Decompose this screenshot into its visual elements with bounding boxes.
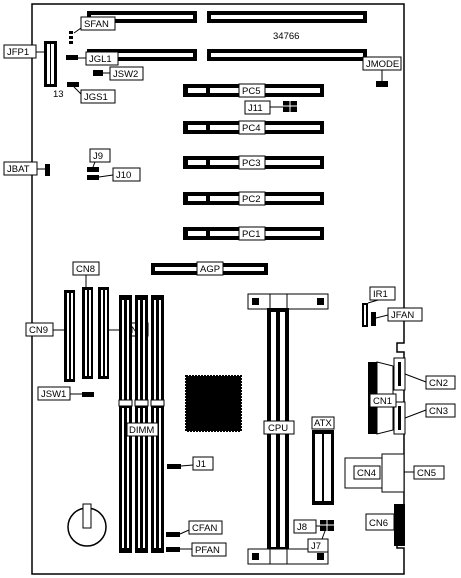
jgs1-header: JGS1 xyxy=(67,82,116,104)
cn8-label: CN8 xyxy=(76,264,95,275)
jmode-header: JMODE xyxy=(362,56,402,87)
pc1-label: PC1 xyxy=(242,229,260,240)
jbat-label: JBAT xyxy=(7,164,30,175)
pci-slot-pc4: PC4 xyxy=(183,120,324,135)
cn3-label: CN3 xyxy=(429,406,448,417)
jfp1-label: JFP1 xyxy=(7,47,29,58)
jsw1-header: JSW1 xyxy=(37,386,94,401)
jfp1-header: JFP1 13 xyxy=(3,41,64,100)
cn6-label: CN6 xyxy=(369,518,388,529)
j9-j10-headers: J9 J10 xyxy=(87,148,141,182)
fan-headers: CFAN PFAN xyxy=(166,520,227,557)
thirteen-label: 13 xyxy=(53,89,64,100)
jsw1-label: JSW1 xyxy=(41,389,66,400)
cn6-connector: CN6 xyxy=(365,504,405,546)
j8-label: J8 xyxy=(297,522,307,533)
pfan-label: PFAN xyxy=(195,545,220,556)
j11-label: J11 xyxy=(248,103,263,114)
cpu-label: CPU xyxy=(268,423,288,434)
pc3-label: PC3 xyxy=(242,158,260,169)
j7-label: J7 xyxy=(311,541,321,552)
j11-header: J11 xyxy=(244,100,297,115)
cn9-label: CN9 xyxy=(29,325,48,336)
j1-header: J1 xyxy=(167,456,214,471)
dimm-label: DIMM xyxy=(129,425,154,436)
atx-connector: ATX xyxy=(311,416,335,505)
cn7-label: CN7 xyxy=(124,325,143,336)
board-id: 34766 xyxy=(273,31,299,42)
pci-slot-pc5: PC5 xyxy=(183,83,324,98)
jsw2-header: JSW2 xyxy=(93,66,144,81)
pc5-label: PC5 xyxy=(242,86,260,97)
pci-slot-pc1: PC1 xyxy=(183,226,324,241)
j9-label: J9 xyxy=(93,151,103,162)
sfan-label: SFAN xyxy=(84,19,109,30)
cn4-cn5-connectors: CN4 CN5 xyxy=(344,453,445,493)
cpu-slot: CPU xyxy=(247,293,329,565)
jgs1-label: JGS1 xyxy=(84,92,108,103)
jgl1-header: JGL1 xyxy=(66,51,119,66)
battery xyxy=(67,503,107,547)
ir1-label: IR1 xyxy=(373,289,388,300)
agp-label: AGP xyxy=(200,264,220,275)
cn4-label: CN4 xyxy=(357,468,376,479)
isa-slots xyxy=(87,11,367,61)
jbat-header: JBAT xyxy=(3,161,50,176)
ir1-jfan-headers: IR1 JFAN xyxy=(362,286,423,327)
pc2-label: PC2 xyxy=(242,194,260,205)
cn5-label: CN5 xyxy=(417,468,436,479)
j10-label: J10 xyxy=(116,170,131,181)
j8-j7-headers: J8 J7 xyxy=(293,519,334,553)
jfan-label: JFAN xyxy=(391,310,414,321)
jmode-label: JMODE xyxy=(366,59,399,70)
cn2-label: CN2 xyxy=(429,378,448,389)
dimm-sockets: DIMM xyxy=(118,295,165,553)
pci-slot-pc2: PC2 xyxy=(183,191,324,206)
jsw2-label: JSW2 xyxy=(113,69,138,80)
cn1-label: CN1 xyxy=(373,396,392,407)
pci-slot-pc3: PC3 xyxy=(183,155,324,170)
sfan-header: SFAN xyxy=(69,16,116,44)
j1-label: J1 xyxy=(196,459,206,470)
cfan-label: CFAN xyxy=(192,523,217,534)
jgl1-label: JGL1 xyxy=(89,54,112,65)
io-connectors: CN1 CN2 CN3 xyxy=(368,357,456,435)
pc4-label: PC4 xyxy=(242,123,260,134)
agp-slot: AGP xyxy=(151,261,268,276)
atx-label: ATX xyxy=(314,418,332,429)
chipset xyxy=(185,375,242,432)
